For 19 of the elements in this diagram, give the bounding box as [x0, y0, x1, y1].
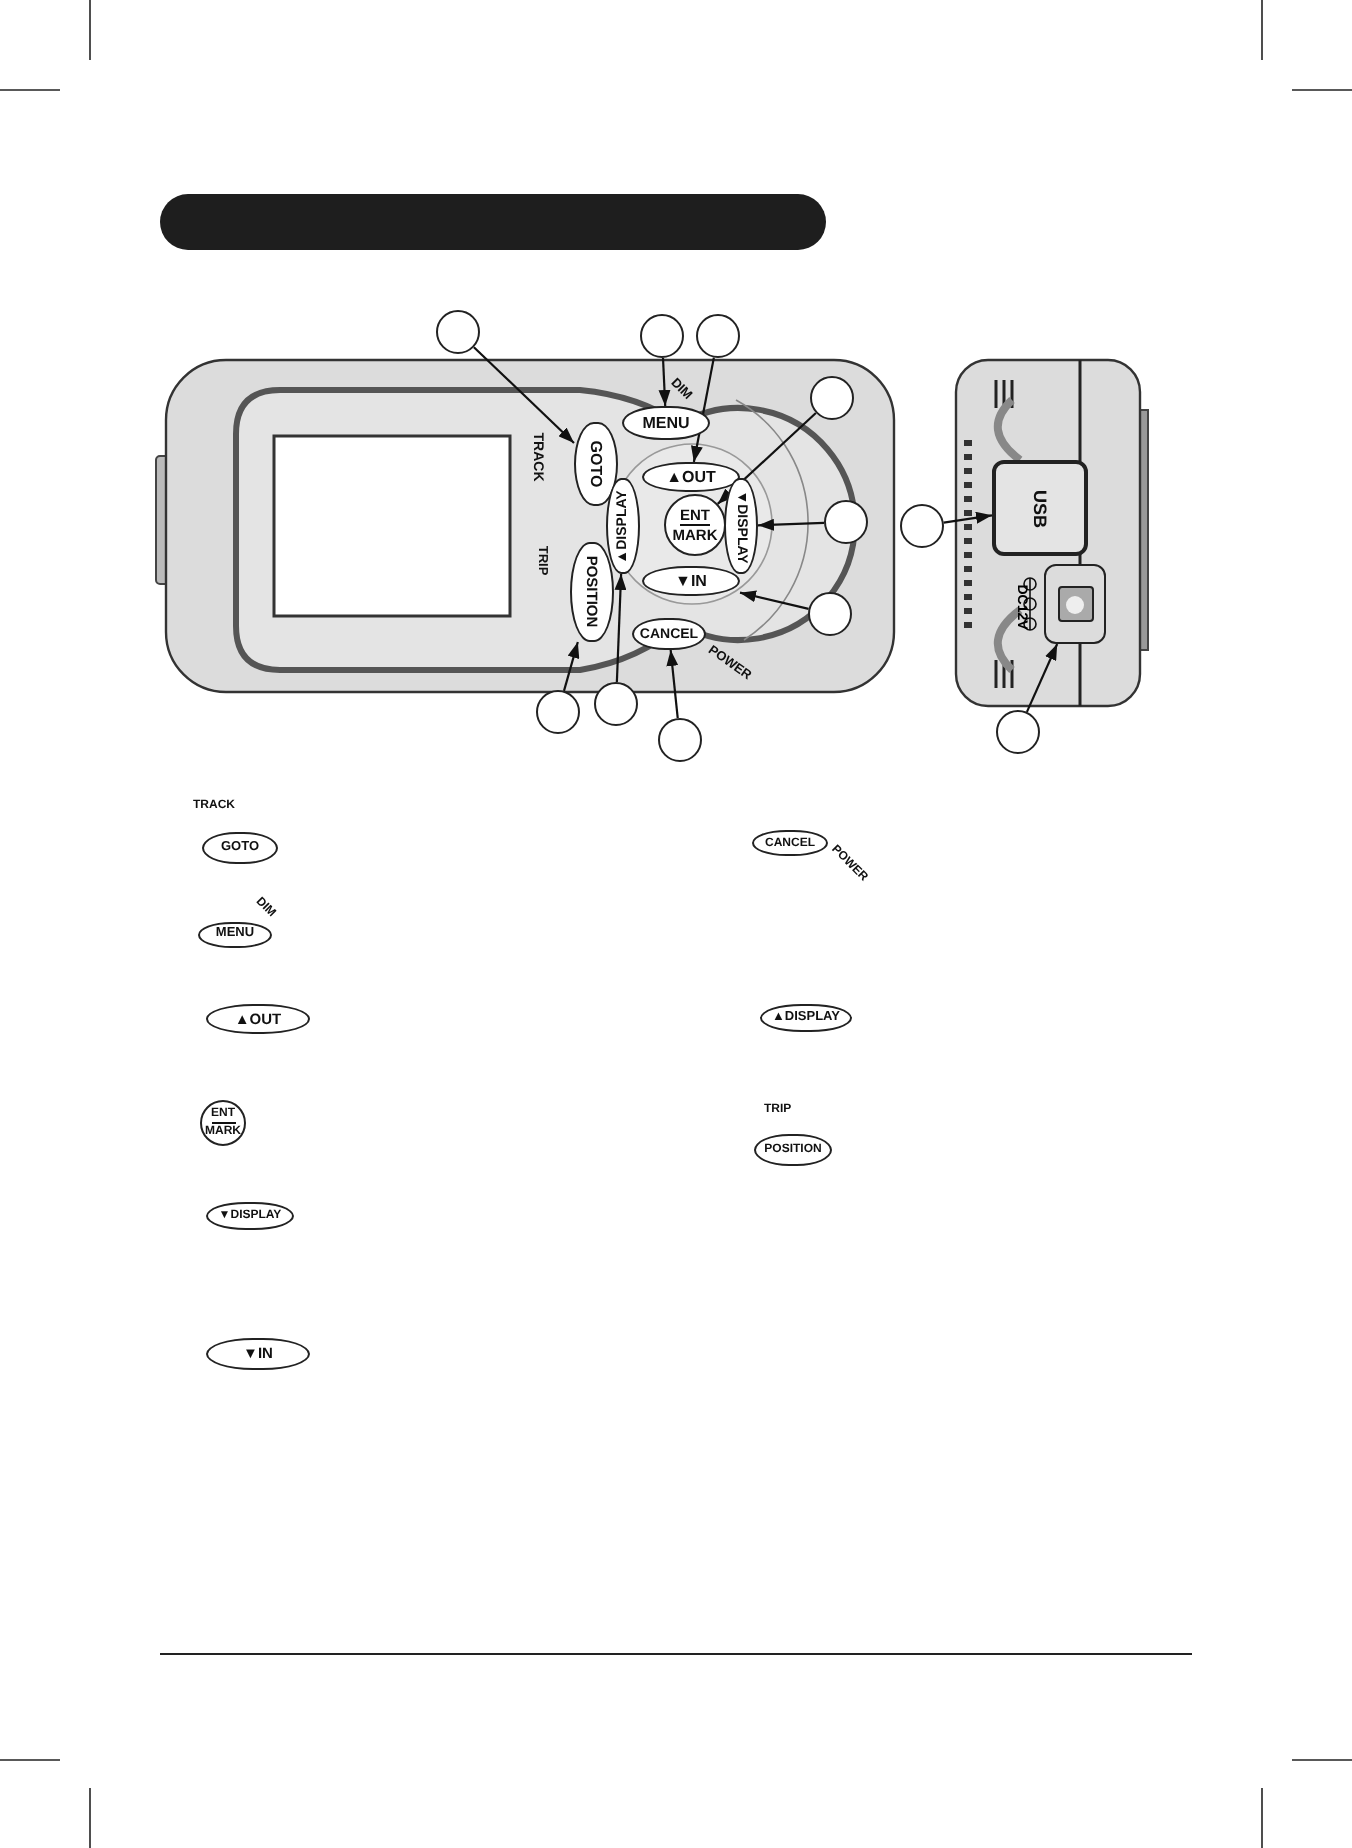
leader-line [658, 357, 671, 407]
callout-circle [536, 690, 580, 734]
leader-line [1025, 643, 1059, 713]
leader-line [757, 518, 825, 531]
callout-circle [658, 718, 702, 762]
leader-line [943, 511, 993, 524]
callout-circle [436, 310, 480, 354]
leader-line [473, 346, 575, 444]
callout-circle [640, 314, 684, 358]
callout-circle [900, 504, 944, 548]
leader-line [666, 649, 679, 719]
callout-circle [696, 314, 740, 358]
callout-circle [594, 682, 638, 726]
leader-line [614, 573, 627, 683]
leader-line [739, 590, 809, 610]
power-jack [1044, 564, 1106, 644]
leader-line [562, 641, 580, 692]
device-button: USB [992, 460, 1088, 556]
callout-circle [996, 710, 1040, 754]
